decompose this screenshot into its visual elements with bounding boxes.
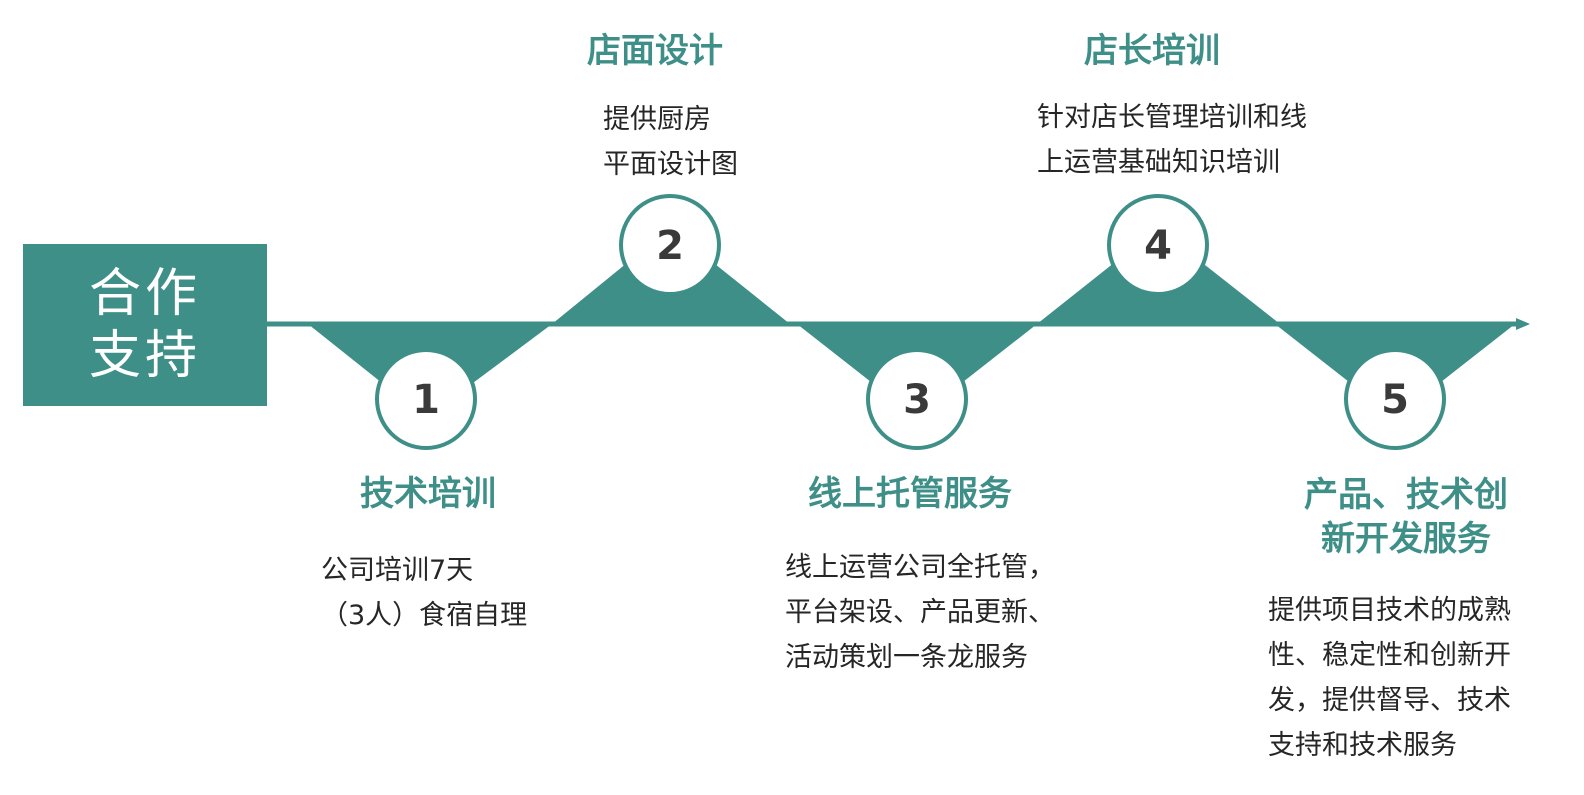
step-5-desc-line: 发，提供督导、技术	[1268, 685, 1511, 716]
step-number-1: 1	[412, 377, 440, 423]
step-number-2: 2	[656, 223, 684, 269]
step-2-description: 提供厨房 平面设计图	[603, 97, 738, 187]
step-number-4: 4	[1144, 223, 1172, 269]
step-3-desc-line: 平台架设、产品更新、	[785, 597, 1055, 628]
step-5-title: 产品、技术创 新开发服务	[1290, 473, 1522, 561]
arrow-head-icon	[1516, 318, 1530, 330]
step-circle-4: 4	[1107, 194, 1209, 296]
step-2-desc-line: 平面设计图	[603, 149, 738, 180]
step-number-5: 5	[1381, 377, 1409, 423]
step-number-3: 3	[903, 377, 931, 423]
header-line-2: 支持	[88, 326, 201, 386]
step-3-desc-line: 活动策划一条龙服务	[785, 642, 1028, 673]
step-5-desc-line: 性、稳定性和创新开	[1268, 640, 1511, 671]
step-5-desc-line: 提供项目技术的成熟	[1268, 595, 1511, 626]
step-5-description: 提供项目技术的成熟 性、稳定性和创新开 发，提供督导、技术 支持和技术服务	[1268, 588, 1511, 768]
step-3-description: 线上运营公司全托管， 平台架设、产品更新、 活动策划一条龙服务	[785, 545, 1055, 680]
step-1-desc-line: 公司培训7天	[321, 555, 474, 586]
step-5-title-line: 产品、技术创	[1304, 475, 1508, 515]
header-line-1: 合作	[88, 264, 201, 324]
step-circle-1: 1	[375, 348, 477, 450]
step-3-desc-line: 线上运营公司全托管，	[785, 552, 1055, 583]
step-1-description: 公司培训7天 （3人）食宿自理	[321, 548, 527, 638]
step-4-description: 针对店长管理培训和线 上运营基础知识培训	[1037, 95, 1307, 185]
step-circle-5: 5	[1344, 348, 1446, 450]
step-4-title: 店长培训	[1084, 31, 1220, 71]
step-circle-3: 3	[866, 348, 968, 450]
step-1-desc-line: （3人）食宿自理	[321, 600, 528, 631]
header-box: 合作 支持	[23, 244, 267, 406]
step-4-desc-line: 针对店长管理培训和线	[1037, 102, 1307, 133]
step-2-title: 店面设计	[587, 31, 723, 71]
step-3-title: 线上托管服务	[808, 474, 1012, 514]
step-5-desc-line: 支持和技术服务	[1268, 730, 1457, 761]
step-circle-2: 2	[619, 194, 721, 296]
step-1-title: 技术培训	[360, 474, 496, 514]
step-2-desc-line: 提供厨房	[603, 104, 711, 135]
step-4-desc-line: 上运营基础知识培训	[1037, 147, 1280, 178]
step-5-title-line: 新开发服务	[1321, 519, 1491, 559]
